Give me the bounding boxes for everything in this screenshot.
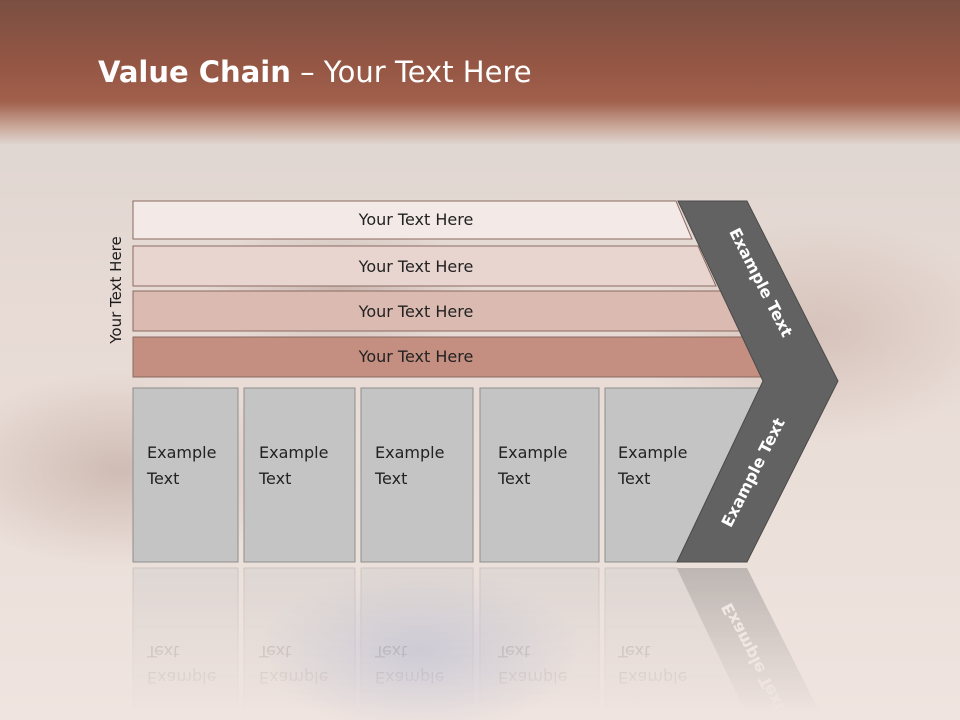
column-box — [243, 387, 356, 563]
column-line1: Example — [259, 443, 328, 462]
bar-label: Your Text Here — [358, 302, 474, 321]
reflection-text: Text — [497, 642, 530, 661]
column-line2: Text — [617, 469, 650, 488]
column-line2: Text — [374, 469, 407, 488]
column-line2: Text — [258, 469, 291, 488]
bar-label: Your Text Here — [358, 210, 474, 229]
column-line1: Example — [618, 443, 687, 462]
columns-group: Example Text Example Text Example Text E… — [132, 387, 761, 563]
reflection-text: Example — [618, 668, 687, 687]
chevron-shape — [676, 200, 839, 563]
title-bold: Value Chain — [98, 55, 291, 89]
column-box — [132, 387, 239, 563]
bars-group: Your Text Here Your Text Here Your Text … — [132, 200, 764, 378]
bar-shape — [132, 200, 693, 240]
column-line2: Text — [497, 469, 530, 488]
column-line1: Example — [147, 443, 216, 462]
column-box — [360, 387, 474, 563]
column-line2: Text — [146, 469, 179, 488]
title-rest: – Your Text Here — [290, 55, 532, 89]
bar-label: Your Text Here — [358, 257, 474, 276]
reflection-text: Text — [258, 642, 291, 661]
bar-shape — [132, 245, 717, 287]
bar-label: Your Text Here — [358, 347, 474, 366]
title-banner — [0, 0, 960, 145]
reflection-text: Example — [259, 668, 328, 687]
reflection: Example Text Example Text Example Text E… — [132, 567, 824, 720]
reflection-text: Example — [375, 668, 444, 687]
reflection-text: Text — [617, 642, 650, 661]
column-box — [479, 387, 600, 563]
reflection-text: Text — [374, 642, 407, 661]
page-title: Value Chain – Your Text Here — [98, 55, 532, 89]
reflection-text: Example — [147, 668, 216, 687]
column-line1: Example — [375, 443, 444, 462]
reflection-text: Text — [146, 642, 179, 661]
column-line1: Example — [498, 443, 567, 462]
reflection-text: Example — [498, 668, 567, 687]
